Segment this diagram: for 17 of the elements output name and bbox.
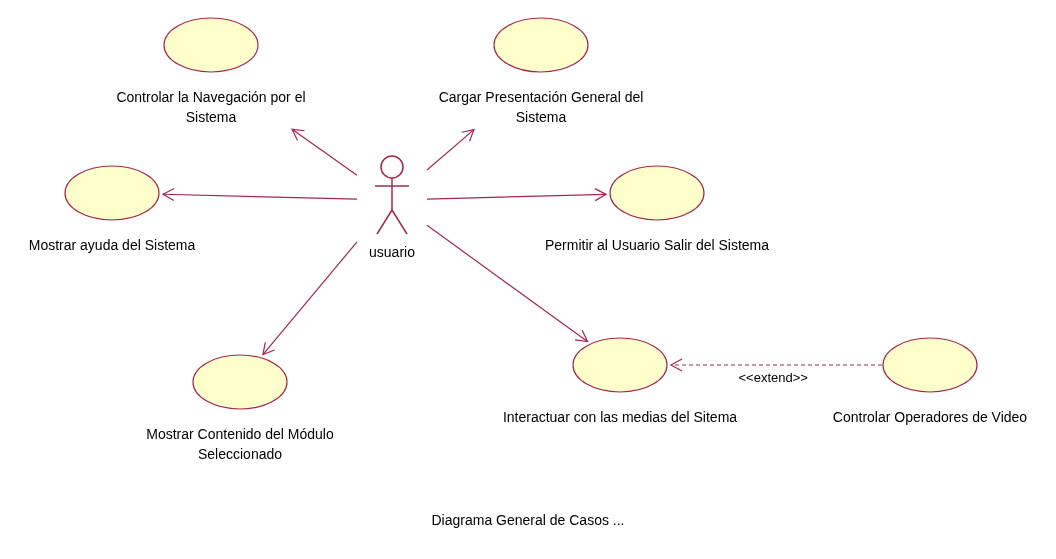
association-arrow <box>426 188 607 202</box>
diagram-caption: Diagrama General de Casos ... <box>430 512 626 528</box>
use-case-name: Controlar Operadores de Video <box>831 408 1029 427</box>
association-arrow <box>262 241 358 356</box>
use-case-name: Mostrar Contenido del Módulo Seleccionado <box>145 425 335 464</box>
use-case-name: Cargar Presentación General del Sistema <box>437 88 645 127</box>
use-case-name: Mostrar ayuda del Sistema <box>27 236 197 255</box>
association-arrow <box>162 187 358 202</box>
use-case-name: Interactuar con las medias del Sitema <box>501 408 739 427</box>
use-case-name: Controlar la Navegación por el Sistema <box>115 88 307 127</box>
edge-label: <<extend>> <box>736 370 810 385</box>
actor-name: usuario <box>368 243 416 262</box>
association-arrow <box>426 224 589 343</box>
association-arrow <box>291 128 358 176</box>
use-case-name: Permitir al Usuario Salir del Sistema <box>543 236 771 255</box>
association-arrow <box>426 129 475 171</box>
dependency-arrow <box>670 358 883 372</box>
